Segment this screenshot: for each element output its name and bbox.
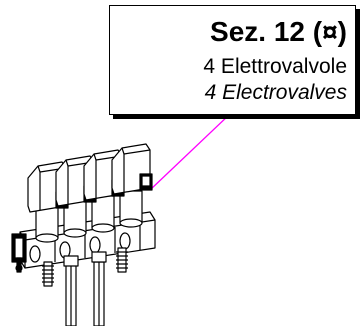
- leader-line: [149, 113, 231, 191]
- outlet-pipes: [65, 261, 105, 326]
- solenoid-coils: [27, 143, 153, 213]
- manifold-block: [11, 211, 156, 273]
- valve-assembly-drawing: [11, 143, 156, 326]
- bottom-fittings: [42, 247, 128, 287]
- label-italian: 4 Elettrovalvole: [203, 55, 347, 78]
- label-english: 4 Electrovalves: [204, 81, 347, 104]
- section-callout-box: Sez. 12 (¤) 4 Elettrovalvole 4 Electrova…: [109, 5, 356, 115]
- section-title: Sez. 12 (¤): [210, 16, 347, 47]
